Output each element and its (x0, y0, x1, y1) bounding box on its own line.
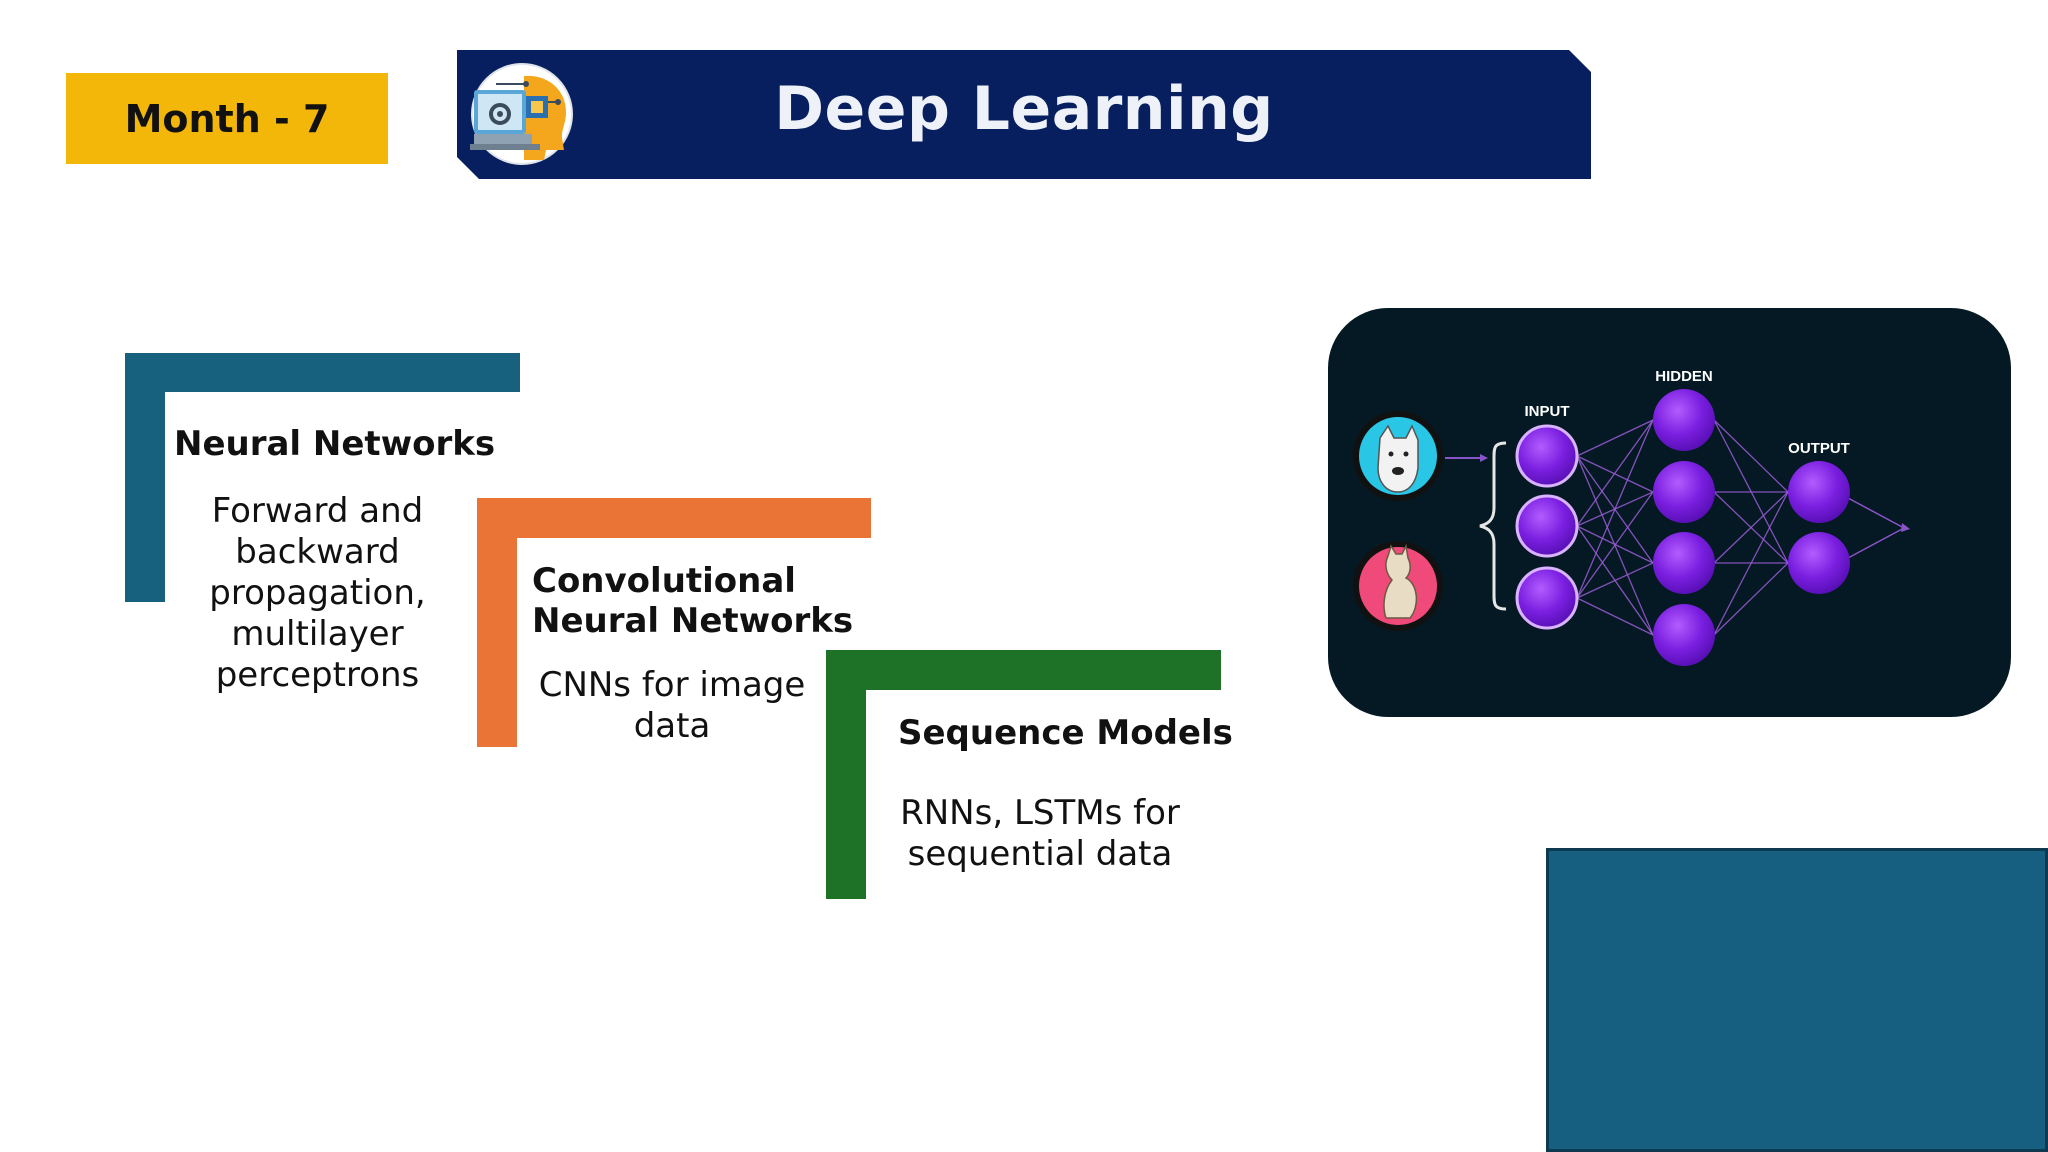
network-connection (1576, 419, 1654, 599)
network-connection (1713, 562, 1789, 636)
cat-icon (1353, 541, 1443, 631)
network-connections (1576, 419, 1789, 636)
title-banner: Deep Learning (457, 50, 1591, 179)
hidden-node (1653, 389, 1715, 451)
step-heading-sequence-models: Sequence Models (898, 713, 1233, 753)
hidden-layer-label: HIDDEN (1655, 368, 1713, 385)
hidden-node (1653, 532, 1715, 594)
page-title: Deep Learning (774, 74, 1274, 144)
step-heading-cnn: Convolutional Neural Networks (532, 561, 854, 641)
network-nodes (1515, 389, 1850, 666)
network-connection (1576, 491, 1654, 599)
output-node (1788, 532, 1850, 594)
input-node (1515, 424, 1579, 488)
hidden-node (1653, 461, 1715, 523)
network-connection (1713, 419, 1789, 493)
step-description-cnn: CNNs for image data (538, 665, 806, 746)
network-connection (1576, 597, 1654, 636)
step-description-sequence-models: RNNs, LSTMs for sequential data (900, 793, 1180, 874)
input-node (1515, 566, 1579, 630)
network-connection (1576, 419, 1654, 457)
ai-head-computer-icon (470, 63, 573, 165)
step-description-neural-networks: Forward and backward propagation, multil… (209, 491, 426, 695)
input-layer-label: INPUT (1525, 403, 1570, 420)
neural-network-diagram: INPUT HIDDEN OUTPUT (1328, 308, 2011, 717)
month-badge: Month - 7 (66, 73, 388, 164)
step-heading-neural-networks: Neural Networks (174, 424, 496, 464)
network-connection (1713, 491, 1789, 564)
decorative-blue-rectangle (1546, 848, 2048, 1152)
output-node (1788, 461, 1850, 523)
hidden-node (1653, 604, 1715, 666)
network-connection (1713, 491, 1789, 636)
dog-icon (1353, 411, 1443, 501)
month-label: Month - 7 (124, 96, 330, 141)
neural-network-svg: INPUT HIDDEN OUTPUT (1353, 368, 1910, 666)
network-connection (1576, 419, 1654, 527)
input-node (1515, 494, 1579, 558)
network-connection (1576, 562, 1654, 599)
output-layer-label: OUTPUT (1788, 440, 1850, 457)
